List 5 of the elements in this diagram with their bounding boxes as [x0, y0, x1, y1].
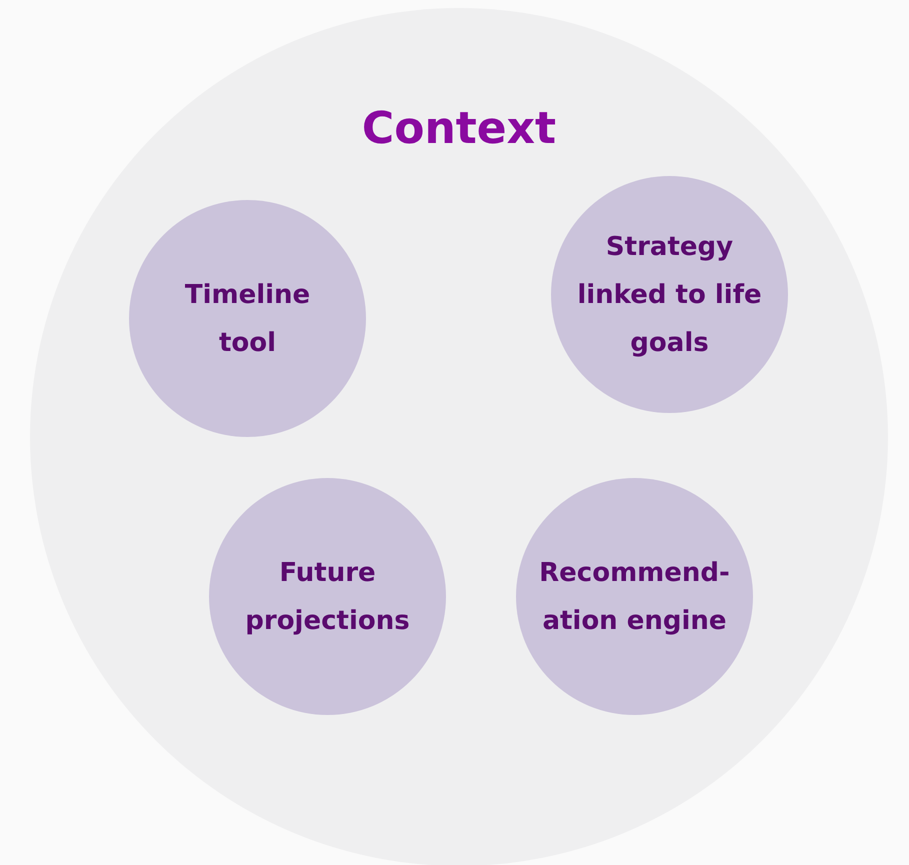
topic-label: Future projections	[244, 556, 411, 638]
topic-label: Recommend-ation engine	[538, 556, 731, 638]
diagram-heading: Context	[360, 103, 558, 154]
topic-label: Strategy linked to life goals	[576, 230, 763, 360]
topic-label: Timeline tool	[184, 278, 312, 360]
